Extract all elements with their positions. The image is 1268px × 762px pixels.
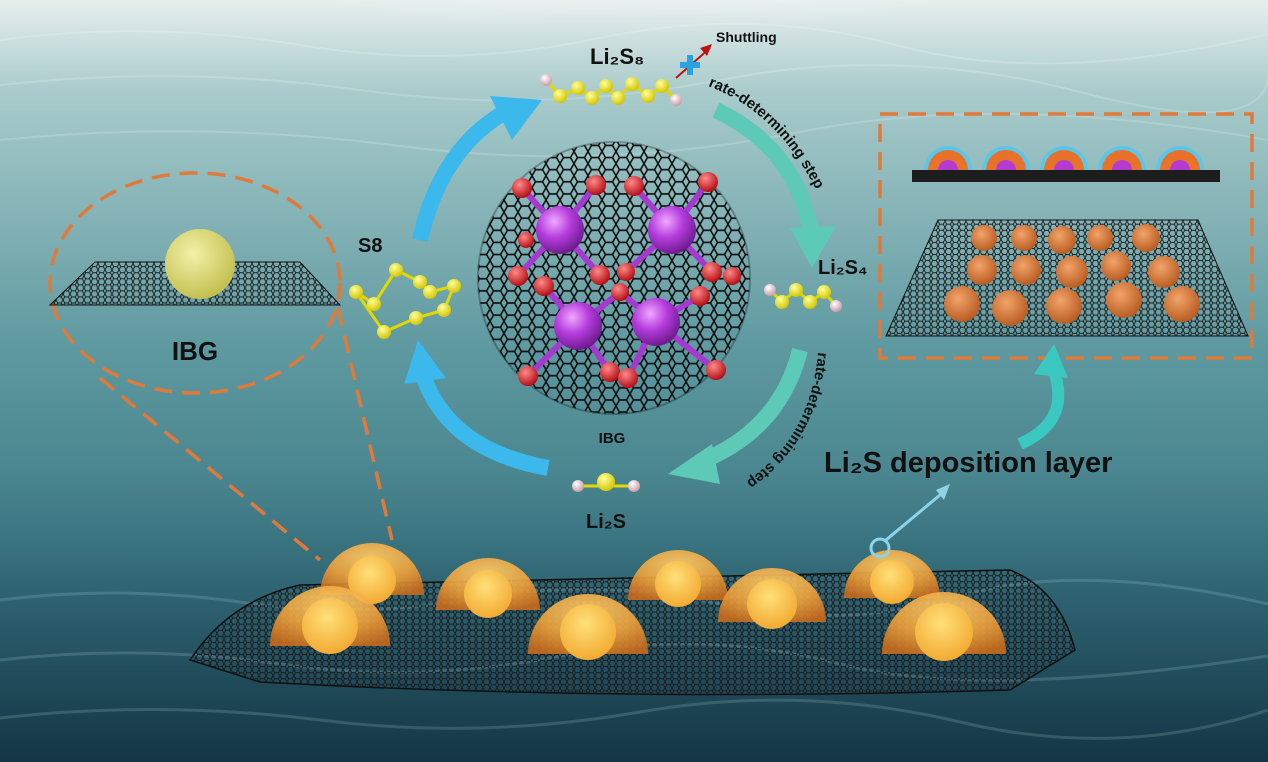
arrow-li2s8-to-li2s4 xyxy=(712,102,820,242)
dome-particle xyxy=(882,592,1006,661)
circle-pointer-icon xyxy=(869,537,891,559)
dome-particle xyxy=(718,568,826,629)
li2s4-label: Li₂S₄ xyxy=(818,257,868,279)
dome-particle xyxy=(528,594,648,660)
ibg-structure-circle xyxy=(477,141,751,415)
s8-ring-molecule xyxy=(349,263,461,339)
li2s4-molecule xyxy=(764,283,842,312)
ibg-left-label: IBG xyxy=(172,336,218,366)
li2s-dome-particles xyxy=(270,543,1006,661)
s8-label: S8 xyxy=(358,235,382,257)
dome-particle xyxy=(320,543,424,604)
li2s8-molecule xyxy=(540,74,682,106)
zoom-connector-left xyxy=(98,376,322,562)
dome-particle xyxy=(628,550,728,607)
li2s-molecule xyxy=(572,473,640,492)
deposition-label: Li₂S deposition layer xyxy=(824,447,1112,479)
arrow-li2s-to-s8 xyxy=(416,375,550,476)
cross-icon xyxy=(680,55,700,75)
ibg-single-sheet xyxy=(48,229,342,306)
metal-atoms xyxy=(536,206,696,350)
ibg-zoom-ellipse xyxy=(48,171,342,395)
dome-particle xyxy=(270,586,390,654)
core-shell-particles xyxy=(924,146,1204,170)
shuttling-label: Shuttling xyxy=(716,29,777,45)
ibg-center-label: IBG xyxy=(599,430,626,447)
deposition-up-arrow xyxy=(1017,363,1065,450)
arrow-li2s4-to-li2s xyxy=(696,347,808,470)
oxygen-atoms xyxy=(508,172,741,388)
li2s8-label: Li₂S₈ xyxy=(590,44,644,69)
cross-section-layer xyxy=(912,146,1220,182)
dome-particle xyxy=(844,550,940,604)
arrow-s8-to-li2s8 xyxy=(412,105,510,242)
pointer-line xyxy=(885,488,947,542)
li2s-label: Li₂S xyxy=(586,511,626,533)
inset-li2s-particles xyxy=(944,224,1200,326)
cycle-arrows xyxy=(404,96,836,484)
zoom-connector-right xyxy=(336,307,394,541)
deposition-inset-box xyxy=(878,112,1254,360)
dome-particle xyxy=(436,558,540,618)
